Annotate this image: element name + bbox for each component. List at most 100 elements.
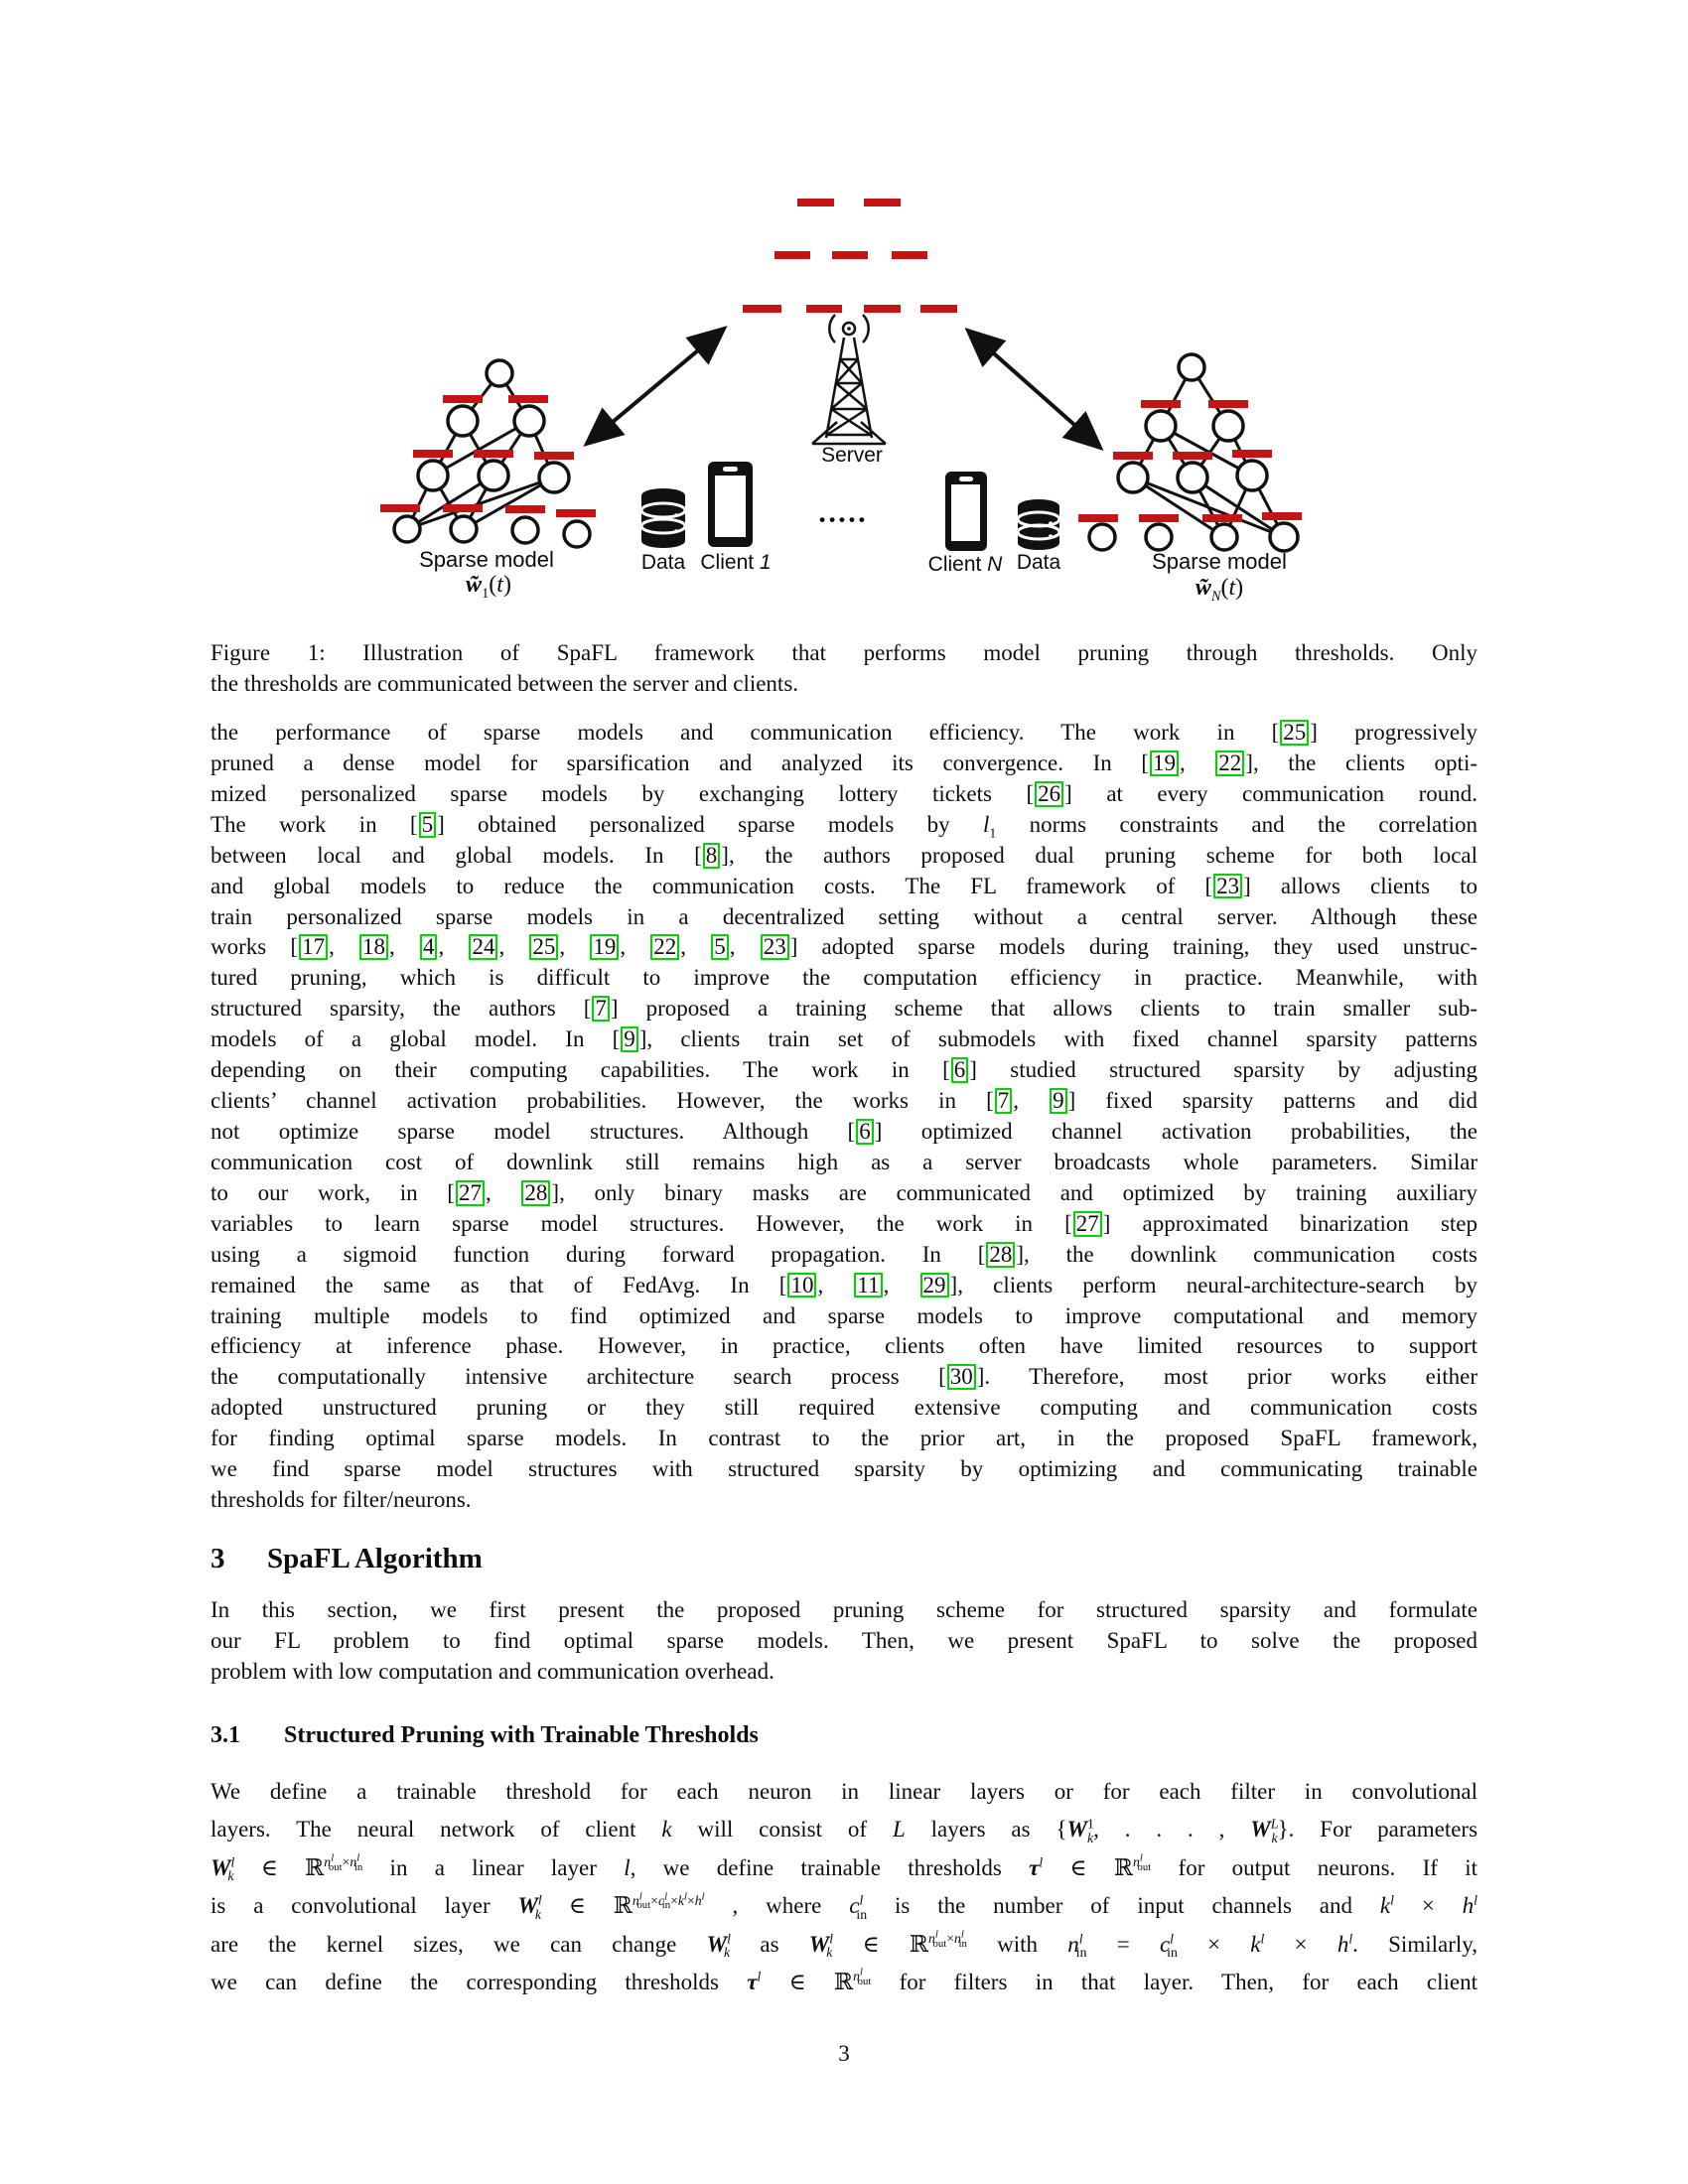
- citation-ref[interactable]: 26: [1035, 780, 1064, 807]
- text-line: tured pruning, which is difficult to imp…: [211, 965, 1477, 991]
- citation-ref[interactable]: 22: [650, 934, 680, 961]
- right-weights-label: w̃N(t): [1195, 575, 1244, 605]
- citation-ref[interactable]: 6: [950, 1057, 969, 1083]
- text-line: The work in [5] obtained personalized sp…: [211, 811, 1478, 841]
- section-3-1-paragraph: We define a trainable threshold for each…: [211, 1773, 1477, 2001]
- text-line: we find sparse model structures with str…: [211, 1456, 1477, 1482]
- citation-ref[interactable]: 7: [592, 996, 610, 1023]
- citation-ref[interactable]: 23: [760, 934, 789, 961]
- citation-ref[interactable]: 29: [919, 1272, 949, 1298]
- section-3-intro-paragraph: In this section, we first present the pr…: [211, 1594, 1477, 1687]
- section-3-heading: 3 SpaFL Algorithm: [211, 1543, 1477, 1575]
- citation-ref[interactable]: 25: [1280, 720, 1310, 746]
- text-line: layers. The neural network of client k w…: [211, 1816, 1478, 1845]
- citation-ref[interactable]: 30: [946, 1364, 976, 1391]
- text-line: thresholds for filter/neurons.: [211, 1487, 472, 1513]
- text-line: clients’ channel activation probabilitie…: [211, 1088, 1478, 1114]
- right-threshold-bars: [1078, 400, 1302, 522]
- text-line: models of a global model. In [9], client…: [211, 1026, 1477, 1053]
- citation-ref[interactable]: 28: [986, 1241, 1016, 1268]
- text-line: for finding optimal sparse models. In co…: [211, 1426, 1477, 1451]
- client1-label: Client 1: [700, 551, 772, 574]
- clientN-label: Client N: [927, 553, 1003, 576]
- citation-ref[interactable]: 25: [529, 934, 559, 961]
- text-line: to our work, in [27, 28], only binary ma…: [211, 1179, 1478, 1206]
- phone-icon-client1: [708, 462, 753, 547]
- text-line: variables to learn sparse model structur…: [211, 1210, 1477, 1237]
- figure-caption: Figure 1: Illustration of SpaFL framewor…: [211, 637, 1477, 699]
- text-line: problem with low computation and communi…: [211, 1659, 774, 1684]
- citation-ref[interactable]: 9: [1050, 1088, 1067, 1114]
- citation-ref[interactable]: 28: [521, 1179, 551, 1206]
- figure-1: Server Sparse model w̃1(t) Data Client 1…: [0, 0, 1688, 635]
- citation-ref[interactable]: 24: [469, 934, 498, 961]
- citation-ref[interactable]: 5: [711, 934, 729, 961]
- text-line: are the kernel sizes, we can change Wlk …: [211, 1928, 1478, 1961]
- server-tower-icon: [811, 314, 887, 446]
- server-label: Server: [821, 444, 883, 467]
- text-line: In this section, we first present the pr…: [211, 1597, 1477, 1622]
- citation-ref[interactable]: 23: [1213, 873, 1243, 899]
- phone-icon-clientN: [945, 472, 987, 551]
- database-icon-left: [639, 488, 687, 548]
- text-line: adopted unstructured pruning or they sti…: [211, 1395, 1477, 1421]
- figure-1-drawing: [380, 199, 1302, 553]
- more-clients-dots: •••••: [819, 510, 869, 529]
- citation-ref[interactable]: 4: [419, 934, 438, 961]
- text-line: structured sparsity, the authors [7] pro…: [211, 996, 1477, 1023]
- text-line: pruned a dense model for sparsification …: [211, 750, 1477, 776]
- citation-ref[interactable]: 10: [787, 1272, 817, 1298]
- text-line: train personalized sparse models in a de…: [211, 903, 1477, 929]
- text-line: our FL problem to find optimal sparse mo…: [211, 1628, 1477, 1653]
- right-sparse-network: [1078, 352, 1302, 553]
- text-line: the thresholds are communicated between …: [211, 671, 799, 696]
- citation-ref[interactable]: 27: [455, 1179, 485, 1206]
- text-line: efficiency at inference phase. However, …: [211, 1333, 1477, 1359]
- server-threshold-dashes: [743, 199, 957, 313]
- text-line: works [17, 18, 4, 24, 25, 19, 22, 5, 23]…: [211, 934, 1478, 961]
- text-line: mized personalized sparse models by exch…: [211, 780, 1478, 807]
- left-sparse-network: [380, 358, 596, 549]
- citation-ref[interactable]: 22: [1215, 750, 1245, 776]
- text-line: Figure 1: Illustration of SpaFL framewor…: [211, 640, 1477, 665]
- citation-ref[interactable]: 11: [854, 1272, 883, 1298]
- left-sparse-model-label: Sparse model: [419, 547, 554, 572]
- citation-ref[interactable]: 5: [418, 811, 437, 838]
- left-weights-label: w̃1(t): [466, 572, 511, 602]
- citation-ref[interactable]: 9: [621, 1026, 638, 1053]
- citation-ref[interactable]: 27: [1072, 1210, 1102, 1237]
- citation-ref[interactable]: 7: [994, 1088, 1013, 1114]
- comm-arrow-left: [583, 326, 728, 447]
- text-line: not optimize sparse model structures. Al…: [211, 1118, 1477, 1145]
- text-line: communication cost of downlink still rem…: [211, 1149, 1477, 1174]
- section-3-1-number: 3.1: [211, 1722, 240, 1748]
- text-line: using a sigmoid function during forward …: [211, 1241, 1477, 1268]
- database-icon-right: [1016, 499, 1061, 550]
- section-3-1-title: Structured Pruning with Trainable Thresh…: [284, 1722, 759, 1748]
- citation-ref[interactable]: 19: [590, 934, 620, 961]
- page-number: 3: [838, 2041, 850, 2066]
- text-line: depending on their computing capabilitie…: [211, 1057, 1477, 1083]
- right-data-label: Data: [1016, 551, 1061, 574]
- text-line: the computationally intensive architectu…: [211, 1364, 1477, 1391]
- citation-ref[interactable]: 18: [359, 934, 389, 961]
- citation-ref[interactable]: 17: [299, 934, 329, 961]
- section-3-1-heading: 3.1 Structured Pruning with Trainable Thr…: [211, 1722, 1477, 1749]
- citation-ref[interactable]: 8: [702, 842, 721, 869]
- text-line: We define a trainable threshold for each…: [211, 1779, 1477, 1804]
- text-line: between local and global models. In [8],…: [211, 842, 1477, 869]
- citation-ref[interactable]: 19: [1149, 750, 1179, 776]
- citation-ref[interactable]: 6: [856, 1118, 874, 1145]
- section-3-title: SpaFL Algorithm: [267, 1543, 483, 1574]
- left-data-label: Data: [640, 551, 686, 574]
- text-line: and global models to reduce the communic…: [211, 873, 1478, 899]
- text-line: remained the same as that of FedAvg. In …: [211, 1272, 1477, 1298]
- comm-arrow-right: [964, 328, 1104, 451]
- text-line: is a convolutional layer Wlk ∈ ℝnlout×cl…: [211, 1889, 1478, 1922]
- right-sparse-model-label: Sparse model: [1152, 549, 1287, 574]
- section-3-number: 3: [211, 1543, 225, 1574]
- left-threshold-bars: [380, 395, 596, 517]
- text-line: Wlk ∈ ℝnlout×nlin in a linear layer l, w…: [211, 1851, 1478, 1884]
- related-work-paragraph: the performance of sparse models and com…: [211, 718, 1477, 1516]
